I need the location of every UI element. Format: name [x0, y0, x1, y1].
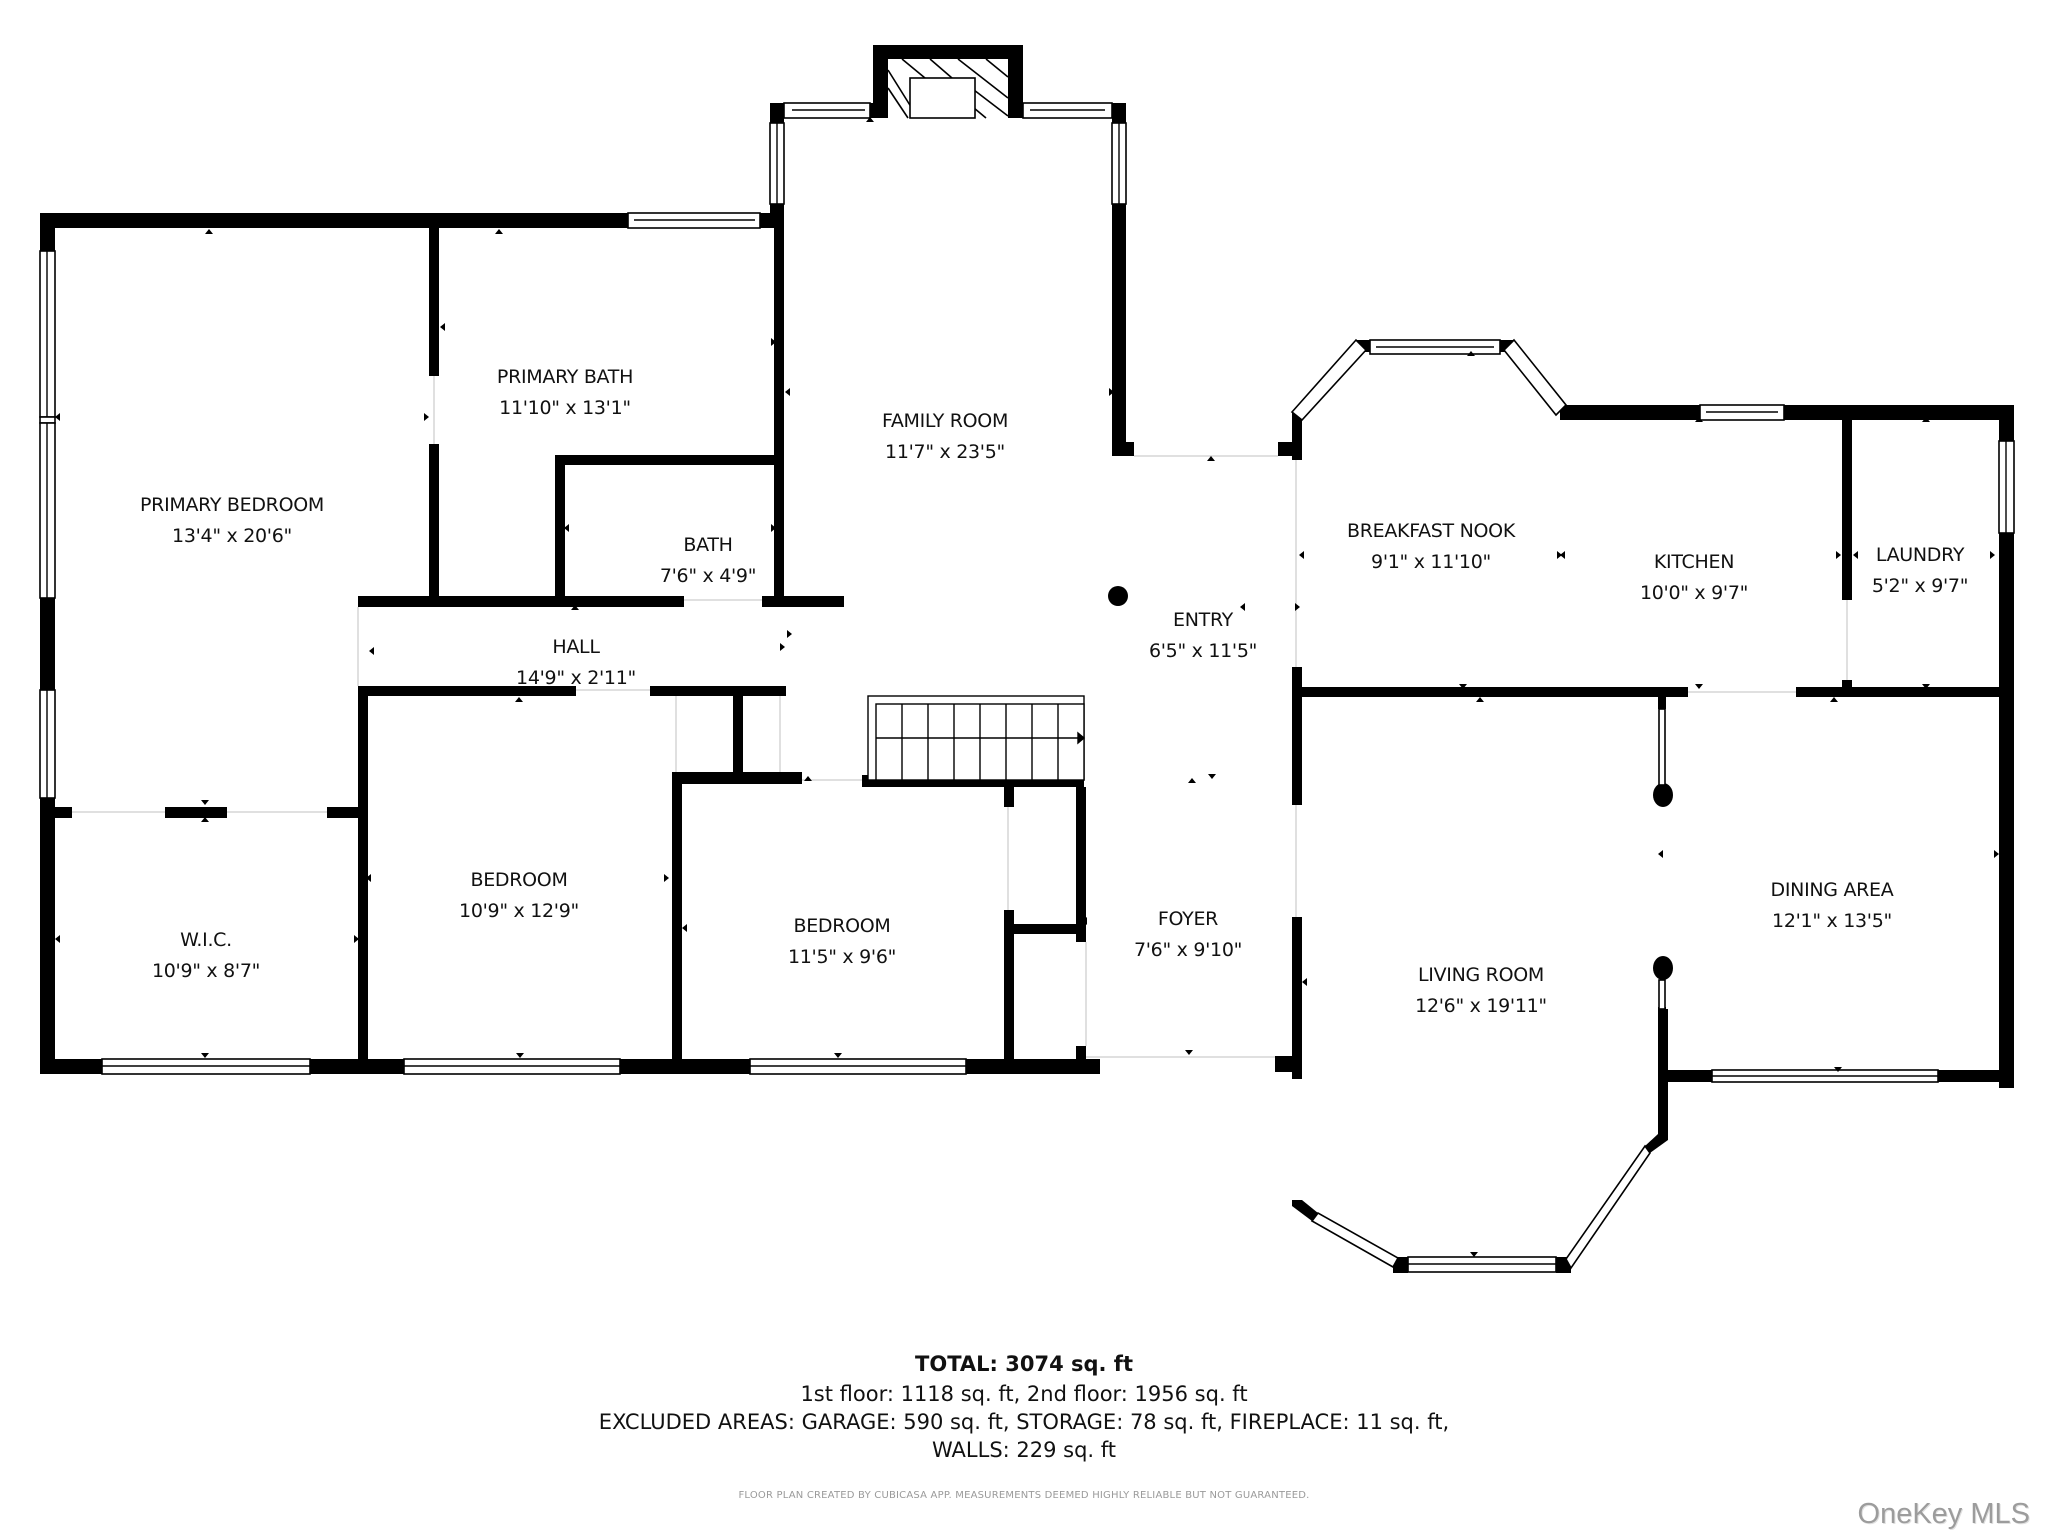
room-dimensions: 11'7" x 23'5" — [885, 441, 1005, 463]
room-breakfast-nook: BREAKFAST NOOK 9'1" x 11'10" — [1347, 516, 1515, 578]
floor-areas: 1st floor: 1118 sq. ft, 2nd floor: 1956 … — [800, 1382, 1248, 1406]
stairs — [867, 695, 1086, 781]
wall-area: WALLS: 229 sq. ft — [931, 1438, 1117, 1462]
room-dimensions: 13'4" x 20'6" — [172, 525, 292, 547]
room-dining-area: DINING AREA 12'1" x 13'5" — [1771, 875, 1894, 937]
room-kitchen: KITCHEN 10'0" x 9'7" — [1640, 547, 1748, 609]
room-dimensions: 7'6" x 9'10" — [1133, 939, 1243, 961]
room-name: HALL — [552, 636, 600, 658]
room-dimensions: 14'9" x 2'11" — [516, 667, 636, 689]
room-primary-bath: PRIMARY BATH 11'10" x 13'1" — [497, 362, 633, 424]
openings — [72, 376, 1848, 1058]
room-name: ENTRY — [1173, 609, 1233, 631]
room-bath: BATH 7'6" x 4'9" — [659, 530, 757, 592]
room-hall: HALL 14'9" x 2'11" — [516, 632, 636, 694]
room-dimensions: 12'1" x 13'5" — [1772, 910, 1892, 932]
room-dimensions: 11'10" x 13'1" — [499, 397, 631, 419]
room-dimensions: 10'9" x 8'7" — [151, 960, 261, 982]
room-dimensions: 10'9" x 12'9" — [459, 900, 579, 922]
total-area: TOTAL: 3074 sq. ft — [915, 1352, 1133, 1376]
room-dimensions: 6'5" x 11'5" — [1148, 640, 1258, 662]
room-name: FAMILY ROOM — [881, 410, 1009, 432]
disclaimer: FLOOR PLAN CREATED BY CUBICASA APP. MEAS… — [738, 1490, 1310, 1501]
room-primary-bedroom: PRIMARY BEDROOM 13'4" x 20'6" — [140, 490, 324, 552]
room-name: BREAKFAST NOOK — [1347, 520, 1515, 542]
room-bedroom-2: BEDROOM 11'5" x 9'6" — [788, 911, 896, 973]
room-name: BEDROOM — [470, 869, 568, 891]
room-name: DINING AREA — [1770, 879, 1894, 901]
room-name: W.I.C. — [180, 929, 232, 951]
room-name: LAUNDRY — [1875, 544, 1965, 566]
room-dimensions: 9'1" x 11'10" — [1371, 551, 1491, 573]
room-wic: W.I.C. 10'9" x 8'7" — [152, 925, 260, 987]
room-dimensions: 5'2" x 9'7" — [1871, 575, 1969, 597]
room-name: PRIMARY BEDROOM — [140, 494, 324, 516]
room-name: BATH — [683, 534, 733, 556]
room-name: BEDROOM — [793, 915, 891, 937]
room-dimensions: 7'6" x 4'9" — [659, 565, 757, 587]
room-name: KITCHEN — [1653, 551, 1735, 573]
windows — [39, 58, 2015, 1273]
room-dimensions: 10'0" x 9'7" — [1639, 582, 1749, 604]
room-family-room: FAMILY ROOM 11'7" x 23'5" — [882, 406, 1008, 468]
room-name: PRIMARY BATH — [496, 366, 634, 388]
mls-watermark: OneKey MLS — [1857, 1498, 2030, 1530]
dimension-markers — [55, 117, 1999, 1257]
room-entry: ENTRY 6'5" x 11'5" — [1149, 605, 1257, 667]
room-dimensions: 11'5" x 9'6" — [787, 946, 897, 968]
room-name: LIVING ROOM — [1418, 964, 1544, 986]
room-living-room: LIVING ROOM 12'6" x 19'11" — [1415, 960, 1547, 1022]
room-bedroom-1: BEDROOM 10'9" x 12'9" — [459, 865, 579, 927]
room-laundry: LAUNDRY 5'2" x 9'7" — [1871, 540, 1969, 602]
room-dimensions: 12'6" x 19'11" — [1415, 995, 1547, 1017]
room-foyer: FOYER 7'6" x 9'10" — [1134, 904, 1242, 966]
excluded-areas: EXCLUDED AREAS: GARAGE: 590 sq. ft, STOR… — [598, 1410, 1450, 1434]
room-name: FOYER — [1157, 908, 1219, 930]
walls — [40, 45, 2014, 1273]
